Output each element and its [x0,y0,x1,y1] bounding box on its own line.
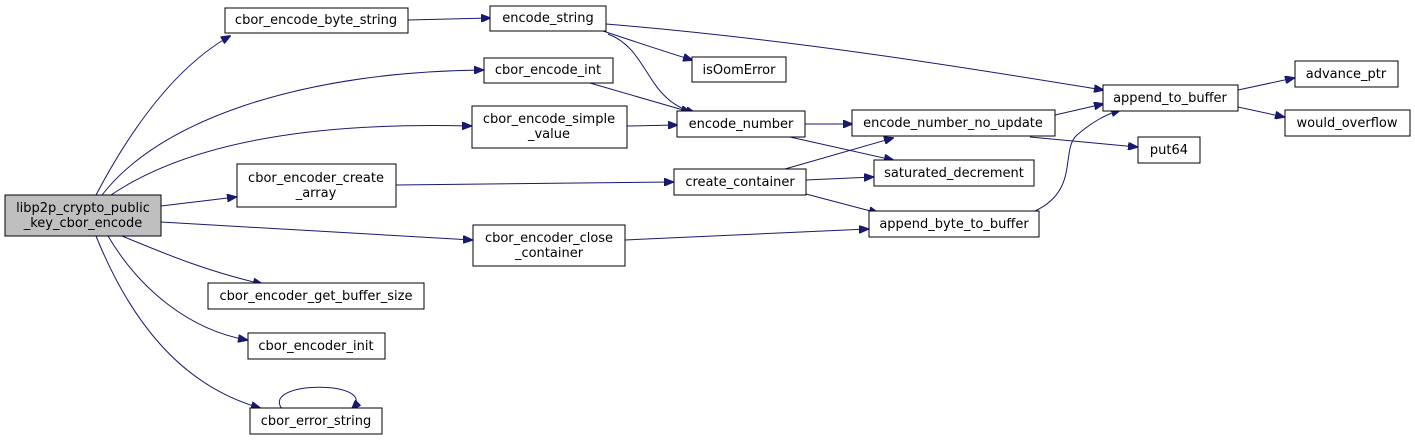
node-cbor-error-string[interactable]: cbor_error_string [249,407,383,435]
edge-encode-string-to-encode-number [607,33,695,113]
edge-cbor-error-string-self-loop [278,386,356,409]
node-cbor-encoder-create-array-label-1: cbor_encoder_create [248,171,384,186]
node-encode-number[interactable]: encode_number [676,110,806,138]
node-would-overflow[interactable]: would_overflow [1284,109,1411,137]
edge-append-to-buffer-to-would-overflow [1237,106,1284,117]
node-root-label-1: libp2p_crypto_public [16,201,150,216]
svg-text:libp2p_crypto_public: libp2p_crypto_public [16,201,150,216]
node-create-container[interactable]: create_container [673,168,807,196]
node-would-overflow-label: would_overflow [1297,116,1398,131]
edge-root-to-cbor-encode-byte-string [95,36,230,196]
node-root[interactable]: libp2p_crypto_public _key_cbor_encode [4,194,162,237]
edge-append-to-buffer-to-advance-ptr [1237,78,1294,91]
node-cbor-encode-simple-value-label-1: cbor_encode_simple [483,112,615,127]
node-put64-label: put64 [1150,143,1188,158]
node-saturated-decrement-label: saturated_decrement [884,166,1024,181]
node-append-to-buffer-label: append_to_buffer [1113,91,1227,106]
edge-root-to-cbor-encode-int [101,70,483,196]
node-root-label-2: _key_cbor_encode [23,216,143,231]
node-cbor-encoder-close-container[interactable]: cbor_encoder_close _container [472,224,626,267]
edge-cbor-encode-byte-string-to-encode-string [407,18,490,20]
edge-append-byte-to-buffer-to-append-to-buffer [1034,110,1120,212]
edge-root-to-cbor-encoder-get-buffer-size [121,235,262,284]
node-cbor-encoder-get-buffer-size-label: cbor_encoder_get_buffer_size [220,289,413,304]
node-cbor-encoder-get-buffer-size[interactable]: cbor_encoder_get_buffer_size [207,282,425,310]
node-cbor-encode-int-label: cbor_encode_int [495,63,601,78]
node-encode-number-no-update[interactable]: encode_number_no_update [851,109,1056,137]
edge-root-to-cbor-encoder-close-container [160,221,472,240]
node-encode-string[interactable]: encode_string [489,5,607,32]
node-cbor-encoder-init-label: cbor_encoder_init [258,339,373,354]
node-isoomerror-label: isOomError [703,63,777,78]
node-encode-number-no-update-label: encode_number_no_update [863,116,1043,131]
edge-root-to-cbor-encode-simple-value [107,125,471,198]
node-advance-ptr[interactable]: advance_ptr [1294,60,1399,88]
edge-root-to-cbor-encoder-init [107,235,247,340]
node-cbor-encoder-create-array[interactable]: cbor_encoder_create _array [236,163,397,208]
node-encode-number-label: encode_number [689,117,794,132]
edge-encode-number-no-update-to-append-to-buffer [1054,104,1103,116]
node-saturated-decrement[interactable]: saturated_decrement [873,159,1035,187]
node-append-to-buffer[interactable]: append_to_buffer [1102,84,1239,112]
node-append-byte-to-buffer[interactable]: append_byte_to_buffer [868,210,1040,238]
edge-create-container-to-encode-number-no-update [784,138,893,170]
node-isoomerror[interactable]: isOomError [691,56,787,83]
node-cbor-encode-byte-string-label: cbor_encode_byte_string [235,13,397,28]
edge-root-to-cbor-error-string [95,235,260,408]
node-append-byte-to-buffer-label: append_byte_to_buffer [879,217,1029,232]
node-cbor-error-string-label: cbor_error_string [261,414,372,429]
node-cbor-encode-simple-value[interactable]: cbor_encode_simple _value [471,105,628,149]
node-cbor-encode-simple-value-label-2: _value [527,127,570,142]
node-put64[interactable]: put64 [1137,136,1201,164]
edge-create-container-to-append-byte-to-buffer [805,193,878,213]
node-create-container-label: create_container [685,175,795,190]
edge-root-to-cbor-encoder-create-array [160,197,236,207]
node-cbor-encode-int[interactable]: cbor_encode_int [483,57,614,84]
node-cbor-encoder-close-container-label-2: _container [514,246,584,261]
node-cbor-encoder-create-array-label-2: _array [295,186,337,201]
edge-cbor-encoder-close-container-to-append-byte-to-buffer [624,229,868,241]
edge-encode-string-to-append-to-buffer [605,23,1103,90]
edge-cbor-encode-simple-value-to-encode-number [626,125,677,126]
node-cbor-encoder-init[interactable]: cbor_encoder_init [247,332,386,360]
node-cbor-encode-byte-string[interactable]: cbor_encode_byte_string [224,7,409,34]
edge-create-container-to-saturated-decrement [805,177,873,180]
node-encode-string-label: encode_string [502,11,593,26]
edge-encode-number-to-saturated-decrement [789,136,893,160]
edge-cbor-encoder-create-array-to-create-container [395,182,673,185]
edge-cbor-encode-int-to-encode-number [589,82,690,112]
svg-text:_key_cbor_encode: _key_cbor_encode [23,216,143,231]
node-cbor-encoder-close-container-label-1: cbor_encoder_close [485,231,613,246]
edges [95,18,1294,409]
edge-encode-number-no-update-to-put64 [1029,136,1137,147]
node-advance-ptr-label: advance_ptr [1306,67,1387,82]
edge-encode-string-to-is-oom-error [599,29,692,60]
